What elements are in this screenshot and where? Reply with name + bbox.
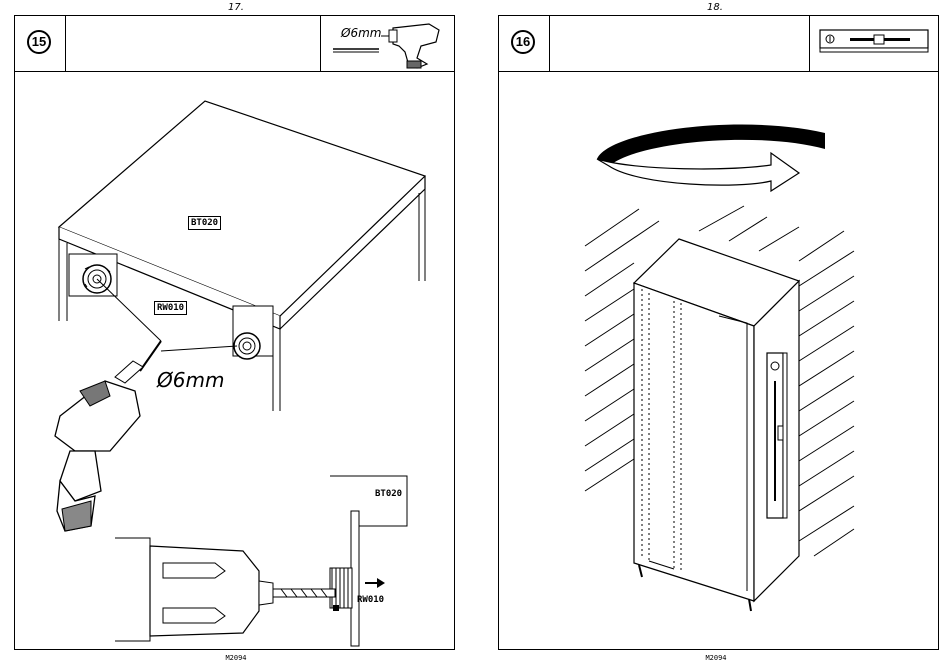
detail-label-rw010: RW010 [357, 594, 384, 606]
tool-cell [809, 16, 940, 71]
footer-code-left: M2094 [206, 654, 266, 662]
step-16-illustration [499, 71, 940, 651]
left-page: 15 Ø6mm [14, 15, 455, 650]
hand-drill [55, 341, 161, 531]
page-number-left: 17. [206, 2, 266, 13]
page-number-right: 18. [685, 2, 745, 13]
detail-label-bt020: BT020 [375, 488, 402, 500]
cam-lock-right [234, 333, 260, 359]
drill-diameter-label: Ø6mm [157, 368, 224, 392]
step-cell: 16 [499, 16, 550, 71]
drill-icon [321, 16, 456, 71]
spirit-level-icon [810, 16, 940, 71]
right-page: 16 [498, 15, 939, 650]
step-number-badge: 15 [27, 30, 51, 54]
step-15-illustration [15, 71, 456, 651]
step-number-badge: 16 [511, 30, 535, 54]
footer-code-right: M2094 [686, 654, 746, 662]
part-label-bt020: BT020 [188, 216, 221, 230]
part-label-rw010: RW010 [154, 301, 187, 315]
left-header: 15 Ø6mm [15, 16, 454, 72]
step-cell: 15 [15, 16, 66, 71]
right-header: 16 [499, 16, 938, 72]
tool-cell: Ø6mm [320, 16, 456, 71]
